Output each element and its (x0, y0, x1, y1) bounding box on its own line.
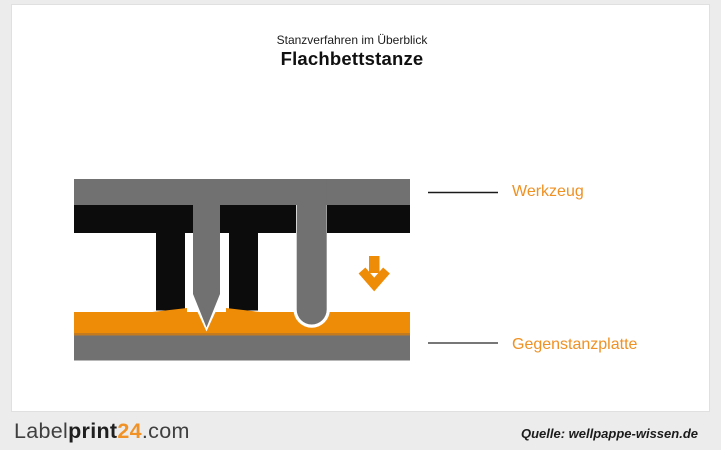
cutting-blade (193, 179, 220, 328)
creasing-blade (296, 179, 327, 325)
rubber-bar-left (74, 205, 193, 233)
page-title: Flachbettstanze (280, 48, 424, 69)
material-bulge-left (148, 308, 187, 313)
rubber-bar-right (327, 205, 410, 233)
orange-layer-bottom-edge (74, 333, 410, 336)
counter-plate (74, 335, 410, 361)
source-credit: Quelle: wellpappe-wissen.de (521, 426, 698, 441)
logo-part-print: print (68, 419, 118, 443)
label-gegenstanzplatte: Gegenstanzplatte (512, 336, 638, 353)
rubber-bar-middle (220, 205, 296, 233)
logo-part-com: .com (141, 419, 190, 443)
subtitle: Stanzverfahren im Überblick (276, 33, 428, 47)
rubber-column-right (229, 233, 258, 311)
label-werkzeug: Werkzeug (512, 183, 584, 200)
rubber-column-left (156, 233, 185, 311)
orange-layer (74, 312, 410, 333)
logo-part-24: 24 (117, 419, 142, 443)
arrow-down-icon (358, 256, 390, 292)
logo-part-label: Label (14, 419, 69, 443)
material-bulge-right (226, 308, 264, 313)
tool-top-plate (74, 179, 410, 205)
labelprint24-logo: Labelprint24.com (14, 419, 190, 444)
